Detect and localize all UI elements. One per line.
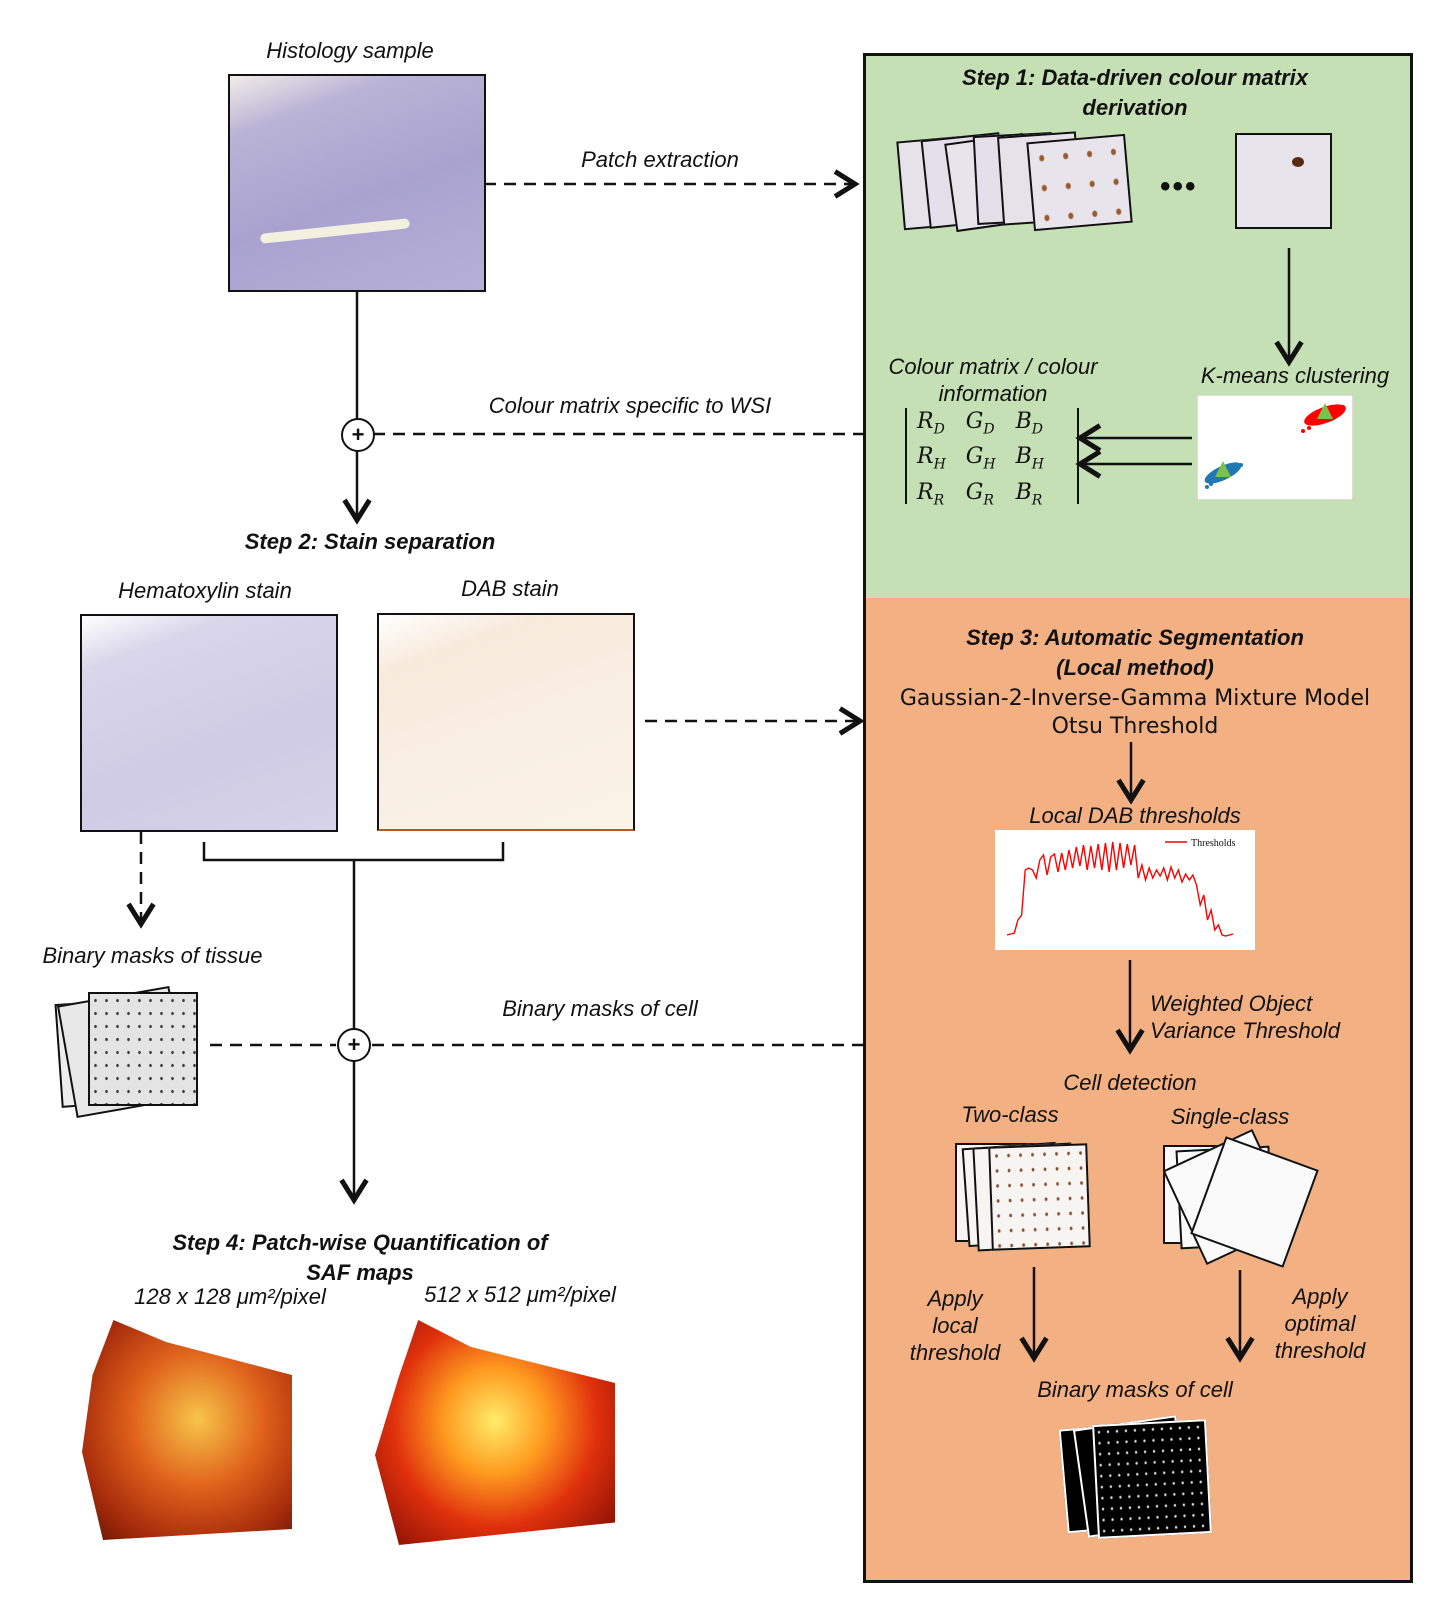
cell-detection-label: Cell detection: [1063, 1070, 1197, 1095]
kmeans-label: K-means clustering: [1200, 363, 1390, 388]
apply-optimal-label: Apply optimal threshold: [1255, 1283, 1385, 1364]
apply-optimal-line3: threshold: [1274, 1338, 1366, 1363]
local-dab-label: Local DAB thresholds: [1029, 803, 1241, 828]
hematoxylin-image: [80, 614, 338, 832]
matrix-row-residual: RR GR BR: [917, 479, 1043, 509]
binary-masks-cell-result-label: Binary masks of cell: [1037, 1377, 1233, 1402]
matrix-row-dab: RD GD BD: [917, 409, 1043, 438]
colour-matrix-label: Colour matrix / colour information: [868, 353, 1118, 407]
step4-title: Step 4: Patch-wise Quantification of SAF…: [100, 1228, 620, 1288]
step1-title: Step 1: Data-driven colour matrix deriva…: [880, 63, 1390, 123]
hematoxylin-label: Hematoxylin stain: [118, 578, 292, 603]
matrix-row-hematoxylin: RH GH BH: [917, 444, 1044, 473]
patch-extraction-label: Patch extraction: [581, 147, 739, 172]
colour-matrix: RD GD BD RH GH BH RR GR BR: [905, 408, 1079, 508]
two-class-label: Two-class: [961, 1102, 1059, 1127]
combine-node-2: +: [337, 1028, 371, 1062]
apply-optimal-line1: Apply: [1292, 1284, 1348, 1309]
apply-local-line3: threshold: [909, 1340, 1001, 1365]
wovt-line1: Weighted Object: [1150, 991, 1313, 1016]
map-large-label: 512 x 512 μm²/pixel: [424, 1282, 616, 1307]
apply-optimal-line2: optimal: [1284, 1311, 1356, 1336]
single-class-label: Single-class: [1170, 1104, 1290, 1129]
apply-local-label: Apply local threshold: [895, 1285, 1015, 1366]
kmeans-scatter: [1197, 395, 1353, 500]
chart-plot-area: [995, 830, 1255, 950]
dab-label: DAB stain: [461, 576, 559, 601]
wovt-label: Weighted Object Variance Threshold: [1150, 990, 1380, 1044]
wovt-line2: Variance Threshold: [1150, 1018, 1340, 1043]
threshold-chart: Thresholds: [995, 830, 1255, 950]
step2-title: Step 2: Stain separation: [244, 529, 496, 554]
step4-title-line2: SAF maps: [306, 1260, 414, 1285]
apply-local-line2: local: [932, 1313, 978, 1338]
histology-sample-label: Histology sample: [266, 38, 434, 63]
threshold-series-line: [1006, 841, 1234, 937]
legend-label: Thresholds: [1191, 838, 1236, 849]
step4-title-line1: Step 4: Patch-wise Quantification of: [172, 1230, 548, 1255]
binary-cell-label: Binary masks of cell: [502, 996, 698, 1021]
step3-title-line1: Step 3: Automatic Segmentation: [966, 625, 1304, 650]
centroid-dab: [1317, 403, 1333, 419]
colour-matrix-label-line2: information: [938, 381, 1048, 406]
single-patch: [1235, 133, 1332, 229]
step3-title-line2: (Local method): [1056, 655, 1214, 680]
binary-tissue-label: Binary masks of tissue: [42, 943, 263, 968]
centroid-hematoxylin: [1215, 461, 1231, 477]
method-gaussian: Gaussian-2-Inverse-Gamma Mixture Model: [899, 686, 1371, 711]
step3-title: Step 3: Automatic Segmentation (Local me…: [880, 623, 1390, 683]
histology-sample-image: [228, 74, 486, 292]
step1-title-line2: derivation: [1082, 95, 1188, 120]
colour-matrix-wsi-label: Colour matrix specific to WSI: [488, 393, 772, 418]
step3-panel: [863, 598, 1413, 1583]
combine-node-1: +: [341, 418, 375, 452]
apply-local-line1: Apply: [927, 1286, 983, 1311]
map-small-label: 128 x 128 μm²/pixel: [134, 1284, 326, 1309]
ellipsis: •••: [1160, 170, 1198, 203]
step1-title-line1: Step 1: Data-driven colour matrix: [962, 65, 1308, 90]
colour-matrix-label-line1: Colour matrix / colour: [888, 354, 1098, 379]
method-otsu: Otsu Threshold: [1051, 714, 1219, 739]
dab-image: [377, 613, 635, 831]
